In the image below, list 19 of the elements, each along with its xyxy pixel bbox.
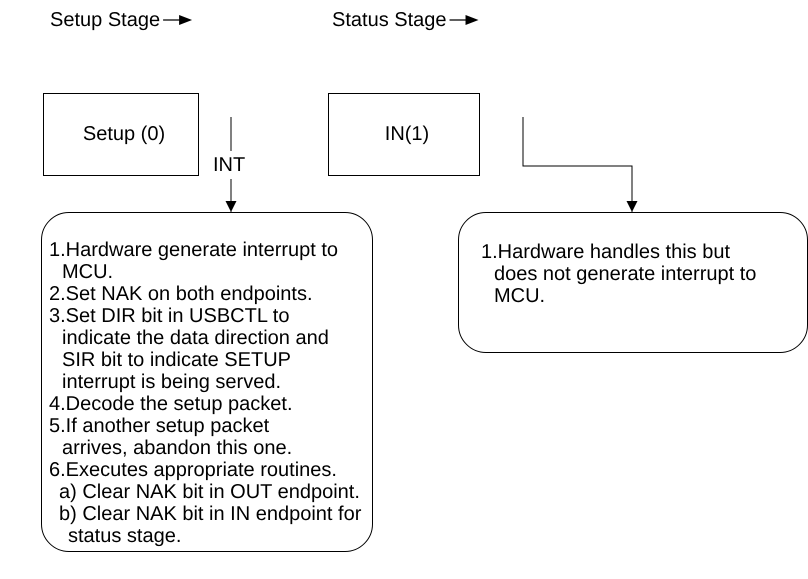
stage-label: Status Stage xyxy=(332,9,447,31)
list-item: 5.If another setup packet arrives, abandon this one. xyxy=(49,415,294,459)
list-item: 3.Set DIR bit in USBCTL to indicate the data direction and SIR bit to indicate SETUP interrupt is being served. xyxy=(49,305,330,393)
list-item: 2.Set NAK on both endpoints. xyxy=(49,283,314,305)
rounded-box xyxy=(458,212,808,353)
list-item: a) Clear NAK bit in OUT endpoint. xyxy=(59,481,361,503)
arrow xyxy=(522,116,638,212)
process-box xyxy=(43,93,199,176)
edge-label: INT xyxy=(213,150,246,178)
box-label: IN(1) xyxy=(384,123,430,145)
box-label: Setup (0) xyxy=(82,123,166,145)
process-box xyxy=(328,93,480,176)
list-item: b) Clear NAK bit in IN endpoint for status stage. xyxy=(59,503,362,547)
list-item: 6.Executes appropriate routines. xyxy=(49,459,338,481)
list-item: 1.Hardware handles this but does not generate interrupt to MCU. xyxy=(481,241,758,307)
stage-label: Setup Stage xyxy=(50,9,160,31)
rounded-box xyxy=(41,212,373,552)
list-item: 1.Hardware generate interrupt to MCU. xyxy=(49,239,339,283)
list-item: 4.Decode the setup packet. xyxy=(49,393,294,415)
